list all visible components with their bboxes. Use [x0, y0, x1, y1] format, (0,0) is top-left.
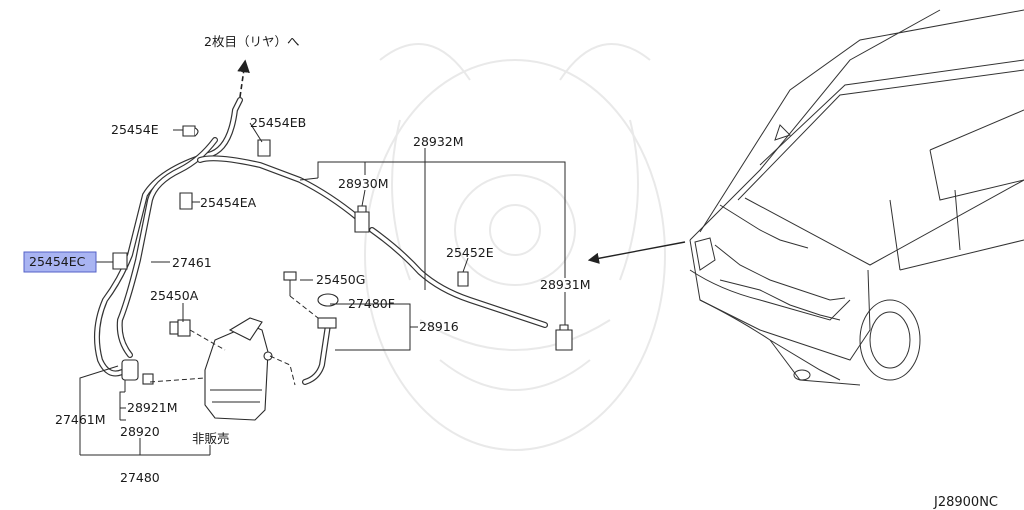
filler-tube-28916 — [302, 293, 339, 385]
clip-25452E — [457, 271, 469, 287]
bolt-tank-connector — [189, 329, 226, 351]
diagram-code: J28900NC — [933, 495, 998, 510]
bolt-tube-connector — [289, 295, 319, 319]
part-label-25452E[interactable]: 25452E — [446, 245, 494, 260]
part-label-28932M[interactable]: 28932M — [413, 134, 464, 149]
bolt-25450A — [169, 319, 191, 337]
clip-25454EA — [179, 192, 193, 210]
part-label-28931M[interactable]: 28931M — [540, 277, 591, 292]
part-label-28916[interactable]: 28916 — [419, 319, 459, 334]
washer-nozzle-28931M — [555, 324, 573, 351]
washer-tank-28910 — [204, 317, 273, 421]
rear-arrow — [237, 59, 250, 98]
part-label-25454E[interactable]: 25454E — [111, 122, 159, 137]
vehicle-outline — [689, 9, 1024, 386]
clip-25454E — [182, 125, 199, 137]
part-label-28930M[interactable]: 28930M — [338, 176, 389, 191]
part-label-25454EA[interactable]: 25454EA — [200, 195, 257, 210]
tank-tube-connector — [269, 355, 296, 386]
bolt-25450G — [283, 271, 297, 296]
clip-25454EC — [112, 252, 128, 270]
part-label-25450A[interactable]: 25450A — [150, 288, 199, 303]
pump-tank-connector — [149, 377, 206, 383]
washer-hose-27461 — [93, 97, 243, 377]
part-label-25450G[interactable]: 25450G — [316, 272, 365, 287]
leader-lines — [79, 122, 566, 456]
location-arrow — [587, 241, 686, 264]
rear-note: 2枚目（リヤ）へ — [204, 34, 299, 49]
part-label-27480[interactable]: 27480 — [120, 470, 160, 485]
selected-part-highlight — [23, 251, 97, 273]
washer-pump-28920 — [121, 359, 154, 392]
clip-25454EB — [257, 139, 271, 157]
part-label-27480F[interactable]: 27480F — [348, 296, 395, 311]
washer-nozzle-28930M — [354, 205, 370, 233]
part-label-28921M[interactable]: 28921M — [127, 400, 178, 415]
part-label-25454EB[interactable]: 25454EB — [250, 115, 306, 130]
watermark-emblem — [364, 43, 666, 451]
part-label-27461[interactable]: 27461 — [172, 255, 212, 270]
part-label-28920[interactable]: 28920 — [120, 424, 160, 439]
part-label-27461M[interactable]: 27461M — [55, 412, 106, 427]
not-sold-note: 非販売 — [192, 431, 230, 446]
part-label-25454EC[interactable]: 25454EC — [29, 254, 86, 269]
